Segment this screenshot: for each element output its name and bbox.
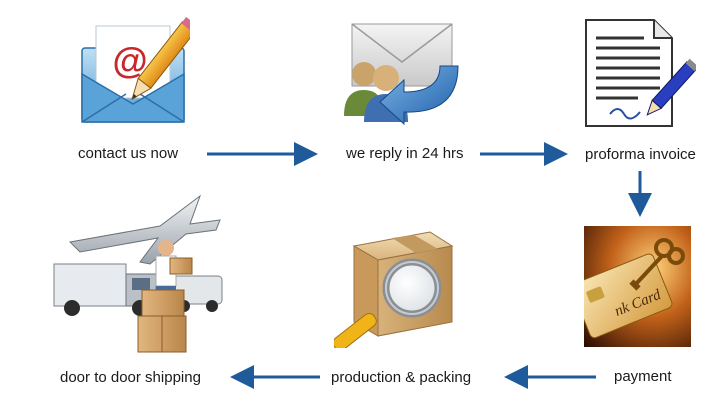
step-label-proforma-invoice: proforma invoice — [585, 146, 696, 163]
credit-card-key-icon: nk Card — [584, 226, 691, 347]
step-label-contact-us-now: contact us now — [78, 145, 179, 162]
step-label-door-to-door-shipping: door to door shipping — [60, 369, 201, 386]
step-label-payment: payment — [614, 368, 672, 385]
step-label-production-packing: production & packing — [331, 369, 472, 386]
shipping-logistics-icon — [53, 194, 223, 353]
package-magnifier-icon — [334, 231, 454, 348]
email-envelope-icon: @ — [81, 16, 190, 123]
reply-mail-icon — [344, 23, 459, 126]
invoice-document-icon — [585, 19, 696, 127]
step-label-we-reply-in-24-hrs: we reply in 24 hrs — [346, 145, 464, 162]
